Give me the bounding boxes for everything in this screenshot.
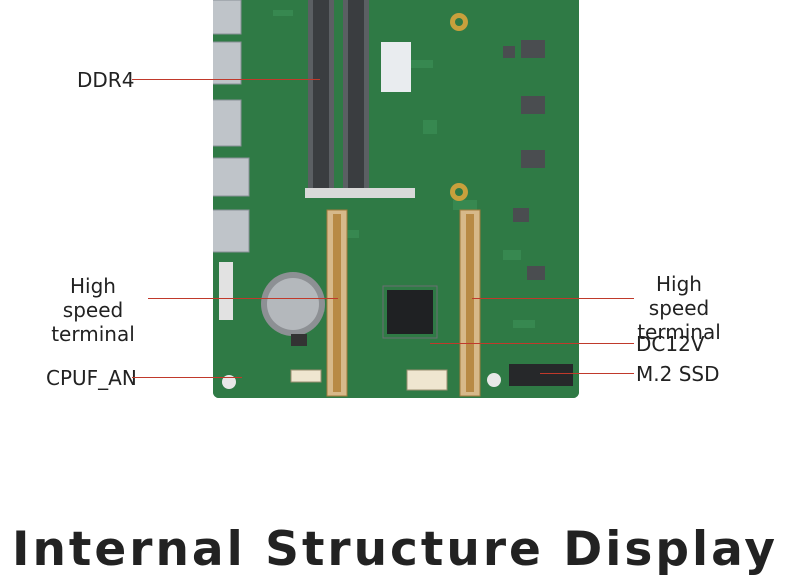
motherboard-photo [213, 0, 579, 398]
high-speed-left-line1: High speed [62, 274, 124, 322]
high-speed-right-line2: terminal [637, 320, 721, 344]
motherboard-illustration [213, 0, 579, 398]
dc12v-label: DC12V [636, 332, 705, 356]
page-title: Internal Structure Display [11, 522, 779, 577]
high-speed-left-leader-line [148, 298, 338, 299]
cpu-fan-label: CPUF_AN [46, 366, 137, 390]
ddr4-leader-line [132, 79, 320, 80]
cpu-fan-leader-line [132, 377, 242, 378]
m2-ssd-leader-line [540, 373, 634, 374]
high-speed-left-line2: terminal [51, 322, 135, 346]
dc12v-leader-line [430, 343, 634, 344]
high-speed-terminal-left-label: High speed terminal [38, 274, 148, 346]
high-speed-terminal-right-label: High speed terminal [624, 272, 734, 344]
m2-ssd-label: M.2 SSD [636, 362, 720, 386]
high-speed-right-leader-line [472, 298, 634, 299]
ddr4-label: DDR4 [77, 68, 135, 92]
high-speed-right-line1: High speed [648, 272, 710, 320]
